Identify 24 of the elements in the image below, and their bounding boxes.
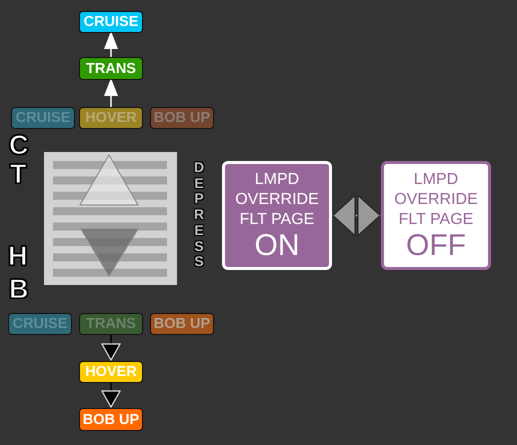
arrow — [104, 31, 118, 57]
mode-label: CRUISE — [79, 11, 143, 33]
status-button — [222, 161, 332, 270]
status-button — [381, 161, 491, 270]
mode-label: TRANS — [79, 313, 143, 335]
position-letter: H — [8, 242, 28, 270]
mode-label: HOVER — [79, 361, 143, 383]
arrow — [104, 78, 118, 107]
toggle-arrow — [332, 195, 381, 236]
mode-label: HOVER — [79, 107, 143, 129]
arrow — [101, 383, 121, 408]
button-title: LMPD OVERRIDE FLT PAGE — [234, 170, 320, 230]
vertical-label: DEPRESS — [192, 160, 206, 270]
mode-label: BOB UP — [79, 408, 143, 431]
mode-label: BOB UP — [150, 313, 214, 335]
position-letter: T — [10, 160, 26, 188]
position-letter: B — [9, 275, 28, 303]
state-text: ON — [254, 230, 300, 262]
position-letter: C — [9, 131, 28, 159]
button-title: LMPD OVERRIDE FLT PAGE — [393, 170, 479, 230]
arrow — [101, 335, 121, 361]
state-text: OFF — [406, 230, 466, 262]
mode-label: TRANS — [79, 57, 143, 80]
mode-label: BOB UP — [150, 107, 214, 129]
